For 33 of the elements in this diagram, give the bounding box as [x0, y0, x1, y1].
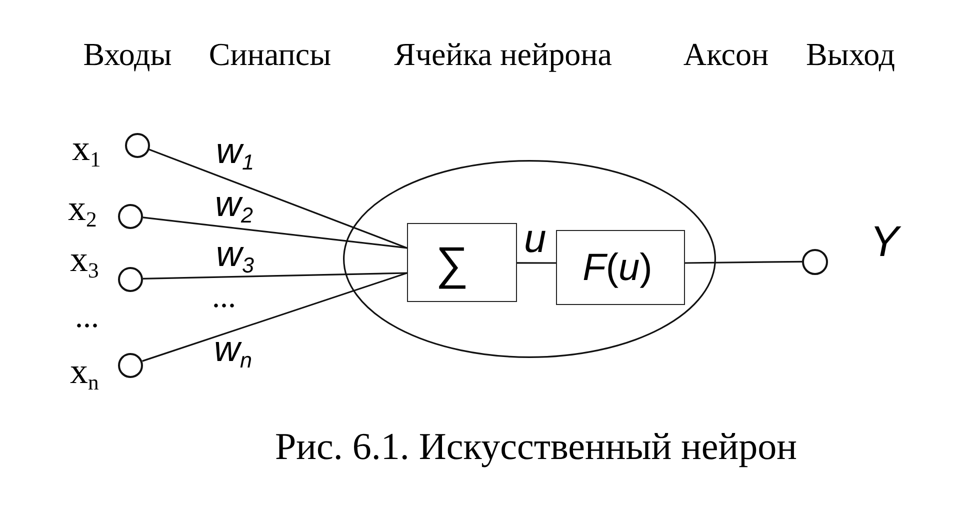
input-label: x$_{3}$	[70, 241, 99, 282]
activation-function-box	[556, 230, 685, 305]
column-heading: Выход	[806, 38, 895, 70]
figure-caption: Рис. 6.1. Искусственный нейрон	[275, 428, 797, 466]
column-heading: Синапсы	[208, 38, 332, 70]
connection-line	[142, 272, 408, 362]
weight-label: w$_{1}$	[216, 133, 254, 174]
weight-label: w$_{2}$	[215, 186, 254, 226]
input-label: x$_{n}$	[70, 353, 99, 394]
column-heading: Входы	[83, 38, 172, 70]
connection-line	[685, 260, 802, 264]
output-terminal	[802, 248, 828, 274]
connection-line	[148, 148, 408, 249]
weight-label: w$_{n}$	[214, 331, 252, 372]
input-label: x$_{1}$	[72, 130, 101, 172]
neuron-cell-ellipse	[343, 160, 716, 358]
input-terminal	[118, 266, 143, 292]
input-terminal	[118, 204, 143, 228]
input-terminal	[125, 132, 150, 158]
ellipsis: ...	[212, 280, 236, 312]
weight-label: w$_{3}$	[216, 236, 254, 276]
column-heading: Ячейка нейрона	[394, 38, 612, 70]
signal-label: u	[524, 219, 546, 259]
ellipsis: ...	[75, 300, 99, 332]
function-label: F(u)	[582, 248, 652, 286]
connection-line	[142, 216, 408, 249]
column-heading: Аксон	[683, 38, 769, 70]
input-label: x$_{2}$	[68, 190, 97, 232]
summation-box	[407, 223, 517, 302]
output-label: Y	[870, 221, 899, 264]
connection-line	[517, 262, 556, 264]
connection-line	[142, 272, 408, 280]
input-terminal	[118, 352, 143, 378]
